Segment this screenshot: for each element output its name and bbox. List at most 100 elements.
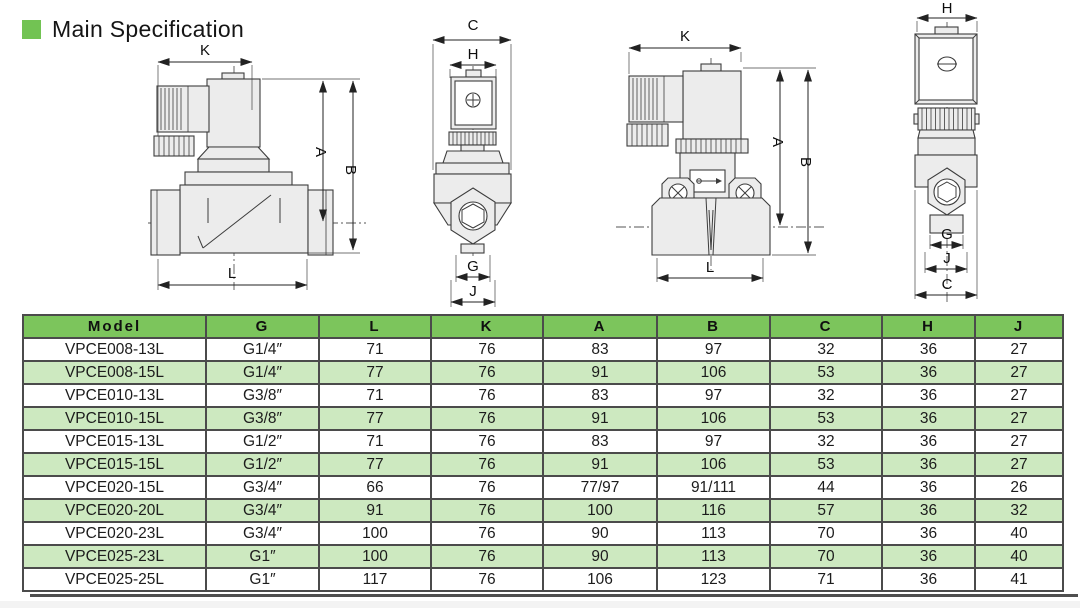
table-cell: 113 xyxy=(656,544,771,569)
dim-label-b: B xyxy=(342,165,359,175)
dim-label-l: L xyxy=(228,265,236,282)
dimension-l: L xyxy=(656,258,764,282)
table-cell: 83 xyxy=(542,429,658,454)
table-cell: 32 xyxy=(769,383,883,408)
valve-drawing-front-view-1: C H G J xyxy=(432,18,513,307)
coil-assembly xyxy=(913,26,980,131)
table-cell: 76 xyxy=(430,452,544,477)
table-cell: 100 xyxy=(542,498,658,523)
column-header: K xyxy=(430,314,544,339)
table-cell: 83 xyxy=(542,337,658,362)
table-cell: VPCE020-20L xyxy=(22,498,207,523)
dimension-j: J xyxy=(450,280,496,307)
next-section-top-edge xyxy=(30,594,1078,597)
table-cell: 36 xyxy=(881,429,976,454)
dimension-a: A xyxy=(743,67,816,226)
dim-label-j: J xyxy=(943,250,951,267)
table-cell: 36 xyxy=(881,406,976,431)
table-cell: G3/8″ xyxy=(205,383,320,408)
dimension-c: C xyxy=(432,18,512,170)
dimension-j: J xyxy=(924,250,968,273)
dimension-k: K xyxy=(628,30,742,74)
table-cell: G1/4″ xyxy=(205,360,320,385)
section-header: Main Specification xyxy=(22,16,244,43)
valve-body xyxy=(150,146,334,256)
table-cell: 91/111 xyxy=(656,475,771,500)
column-header: Model xyxy=(22,314,207,339)
table-cell: 71 xyxy=(318,337,432,362)
table-cell: 97 xyxy=(656,429,771,454)
column-header: C xyxy=(769,314,883,339)
table-cell: 36 xyxy=(881,383,976,408)
table-cell: 97 xyxy=(656,337,771,362)
valve-drawing-front-view-2: H G J C xyxy=(913,2,980,302)
table-cell: 113 xyxy=(656,521,771,546)
table-cell: 36 xyxy=(881,360,976,385)
table-cell: 27 xyxy=(974,337,1064,362)
table-cell: VPCE010-13L xyxy=(22,383,207,408)
dimension-b: B xyxy=(308,80,360,254)
table-cell: 66 xyxy=(318,475,432,500)
dim-label-g: G xyxy=(467,258,479,275)
dimension-l: L xyxy=(157,259,308,290)
column-header: H xyxy=(881,314,976,339)
table-cell: 40 xyxy=(974,544,1064,569)
table-cell: 106 xyxy=(656,452,771,477)
table-cell: 76 xyxy=(430,521,544,546)
table-cell: VPCE015-15L xyxy=(22,452,207,477)
dim-label-a: A xyxy=(312,147,329,157)
table-cell: G3/4″ xyxy=(205,498,320,523)
table-cell: 36 xyxy=(881,498,976,523)
table-cell: 36 xyxy=(881,337,976,362)
table-cell: 91 xyxy=(542,360,658,385)
dimension-a: A xyxy=(262,78,360,222)
table-cell: 97 xyxy=(656,383,771,408)
table-cell: 77 xyxy=(318,406,432,431)
dim-label-a: A xyxy=(769,137,786,147)
table-cell: 76 xyxy=(430,406,544,431)
table-cell: 32 xyxy=(769,337,883,362)
table-cell: G3/4″ xyxy=(205,475,320,500)
table-cell: 26 xyxy=(974,475,1064,500)
column-header: B xyxy=(656,314,771,339)
table-cell: 27 xyxy=(974,383,1064,408)
table-cell: 76 xyxy=(430,475,544,500)
table-cell: 36 xyxy=(881,521,976,546)
valve-body xyxy=(651,152,771,256)
table-cell: G1/2″ xyxy=(205,452,320,477)
table-cell: VPCE008-15L xyxy=(22,360,207,385)
table-cell: 40 xyxy=(974,521,1064,546)
table-cell: 76 xyxy=(430,567,544,592)
dim-label-g: G xyxy=(941,226,953,243)
table-cell: 76 xyxy=(430,383,544,408)
table-cell: 77/97 xyxy=(542,475,658,500)
coil-assembly xyxy=(448,69,497,152)
table-cell: 91 xyxy=(542,452,658,477)
table-cell: 32 xyxy=(974,498,1064,523)
dimension-c: C xyxy=(914,190,978,299)
table-cell: 44 xyxy=(769,475,883,500)
table-cell: 70 xyxy=(769,544,883,569)
table-cell: G1/2″ xyxy=(205,429,320,454)
dimension-h: H xyxy=(916,2,978,32)
table-cell: 27 xyxy=(974,452,1064,477)
table-cell: 36 xyxy=(881,567,976,592)
valve-body xyxy=(432,150,513,254)
table-cell: 70 xyxy=(769,521,883,546)
dim-label-c: C xyxy=(468,18,479,34)
table-cell: 41 xyxy=(974,567,1064,592)
table-cell: 76 xyxy=(430,544,544,569)
table-cell: 32 xyxy=(769,429,883,454)
table-cell: 77 xyxy=(318,360,432,385)
table-cell: VPCE025-23L xyxy=(22,544,207,569)
dimension-h: H xyxy=(449,46,497,78)
coil-assembly xyxy=(153,72,261,157)
table-cell: 53 xyxy=(769,360,883,385)
